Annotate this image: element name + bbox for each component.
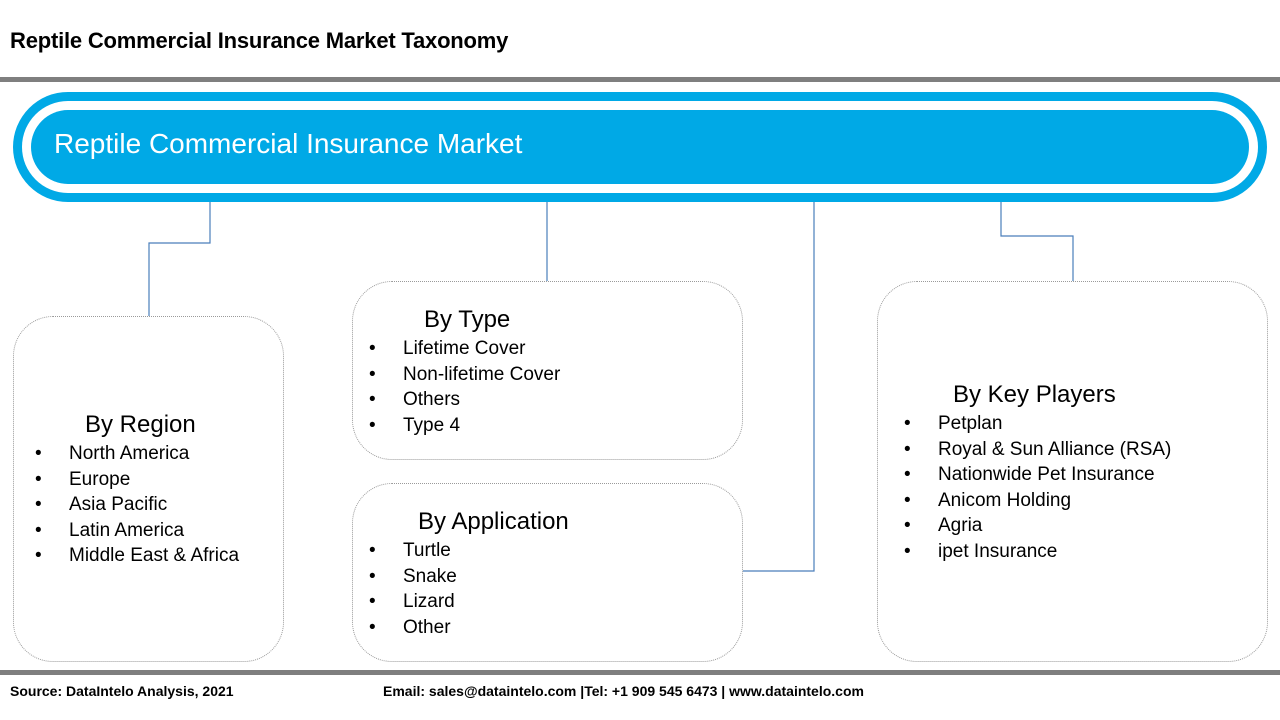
- list-item: Snake: [369, 564, 457, 590]
- list-item: Latin America: [35, 518, 239, 544]
- list-item: Nationwide Pet Insurance: [904, 462, 1171, 488]
- page-title: Reptile Commercial Insurance Market Taxo…: [10, 28, 509, 53]
- connector-key-players: [1000, 202, 1074, 281]
- region-card: By Region North America Europe Asia Paci…: [13, 316, 284, 662]
- list-item: Lizard: [369, 589, 457, 615]
- region-list: North America Europe Asia Pacific Latin …: [35, 441, 239, 569]
- type-list: Lifetime Cover Non-lifetime Cover Others…: [369, 336, 560, 438]
- region-heading: By Region: [85, 411, 196, 438]
- root-node-label: Reptile Commercial Insurance Market: [54, 128, 523, 159]
- list-item: Turtle: [369, 538, 457, 564]
- list-item: Middle East & Africa: [35, 543, 239, 569]
- list-item: Non-lifetime Cover: [369, 362, 560, 388]
- bottom-divider: [0, 670, 1280, 675]
- type-card: By Type Lifetime Cover Non-lifetime Cove…: [352, 281, 743, 460]
- list-item: Type 4: [369, 413, 560, 439]
- key-players-list: Petplan Royal & Sun Alliance (RSA) Natio…: [904, 411, 1171, 565]
- connector-application: [743, 202, 815, 572]
- application-heading: By Application: [418, 508, 569, 535]
- type-heading: By Type: [424, 306, 511, 333]
- list-item: Royal & Sun Alliance (RSA): [904, 437, 1171, 463]
- list-item: Anicom Holding: [904, 488, 1171, 514]
- application-card: By Application Turtle Snake Lizard Other: [352, 483, 743, 662]
- application-list: Turtle Snake Lizard Other: [369, 538, 457, 640]
- root-node: [31, 110, 1249, 184]
- list-item: North America: [35, 441, 239, 467]
- list-item: Petplan: [904, 411, 1171, 437]
- list-item: Asia Pacific: [35, 492, 239, 518]
- list-item: Lifetime Cover: [369, 336, 560, 362]
- list-item: ipet Insurance: [904, 539, 1171, 565]
- list-item: Others: [369, 387, 560, 413]
- key-players-card: By Key Players Petplan Royal & Sun Allia…: [877, 281, 1268, 662]
- connector-region: [148, 202, 211, 316]
- list-item: Other: [369, 615, 457, 641]
- list-item: Europe: [35, 467, 239, 493]
- footer-contact: Email: sales@dataintelo.com |Tel: +1 909…: [383, 683, 864, 699]
- footer-source: Source: DataIntelo Analysis, 2021: [10, 683, 234, 699]
- list-item: Agria: [904, 513, 1171, 539]
- top-divider: [0, 77, 1280, 82]
- key-players-heading: By Key Players: [953, 381, 1116, 408]
